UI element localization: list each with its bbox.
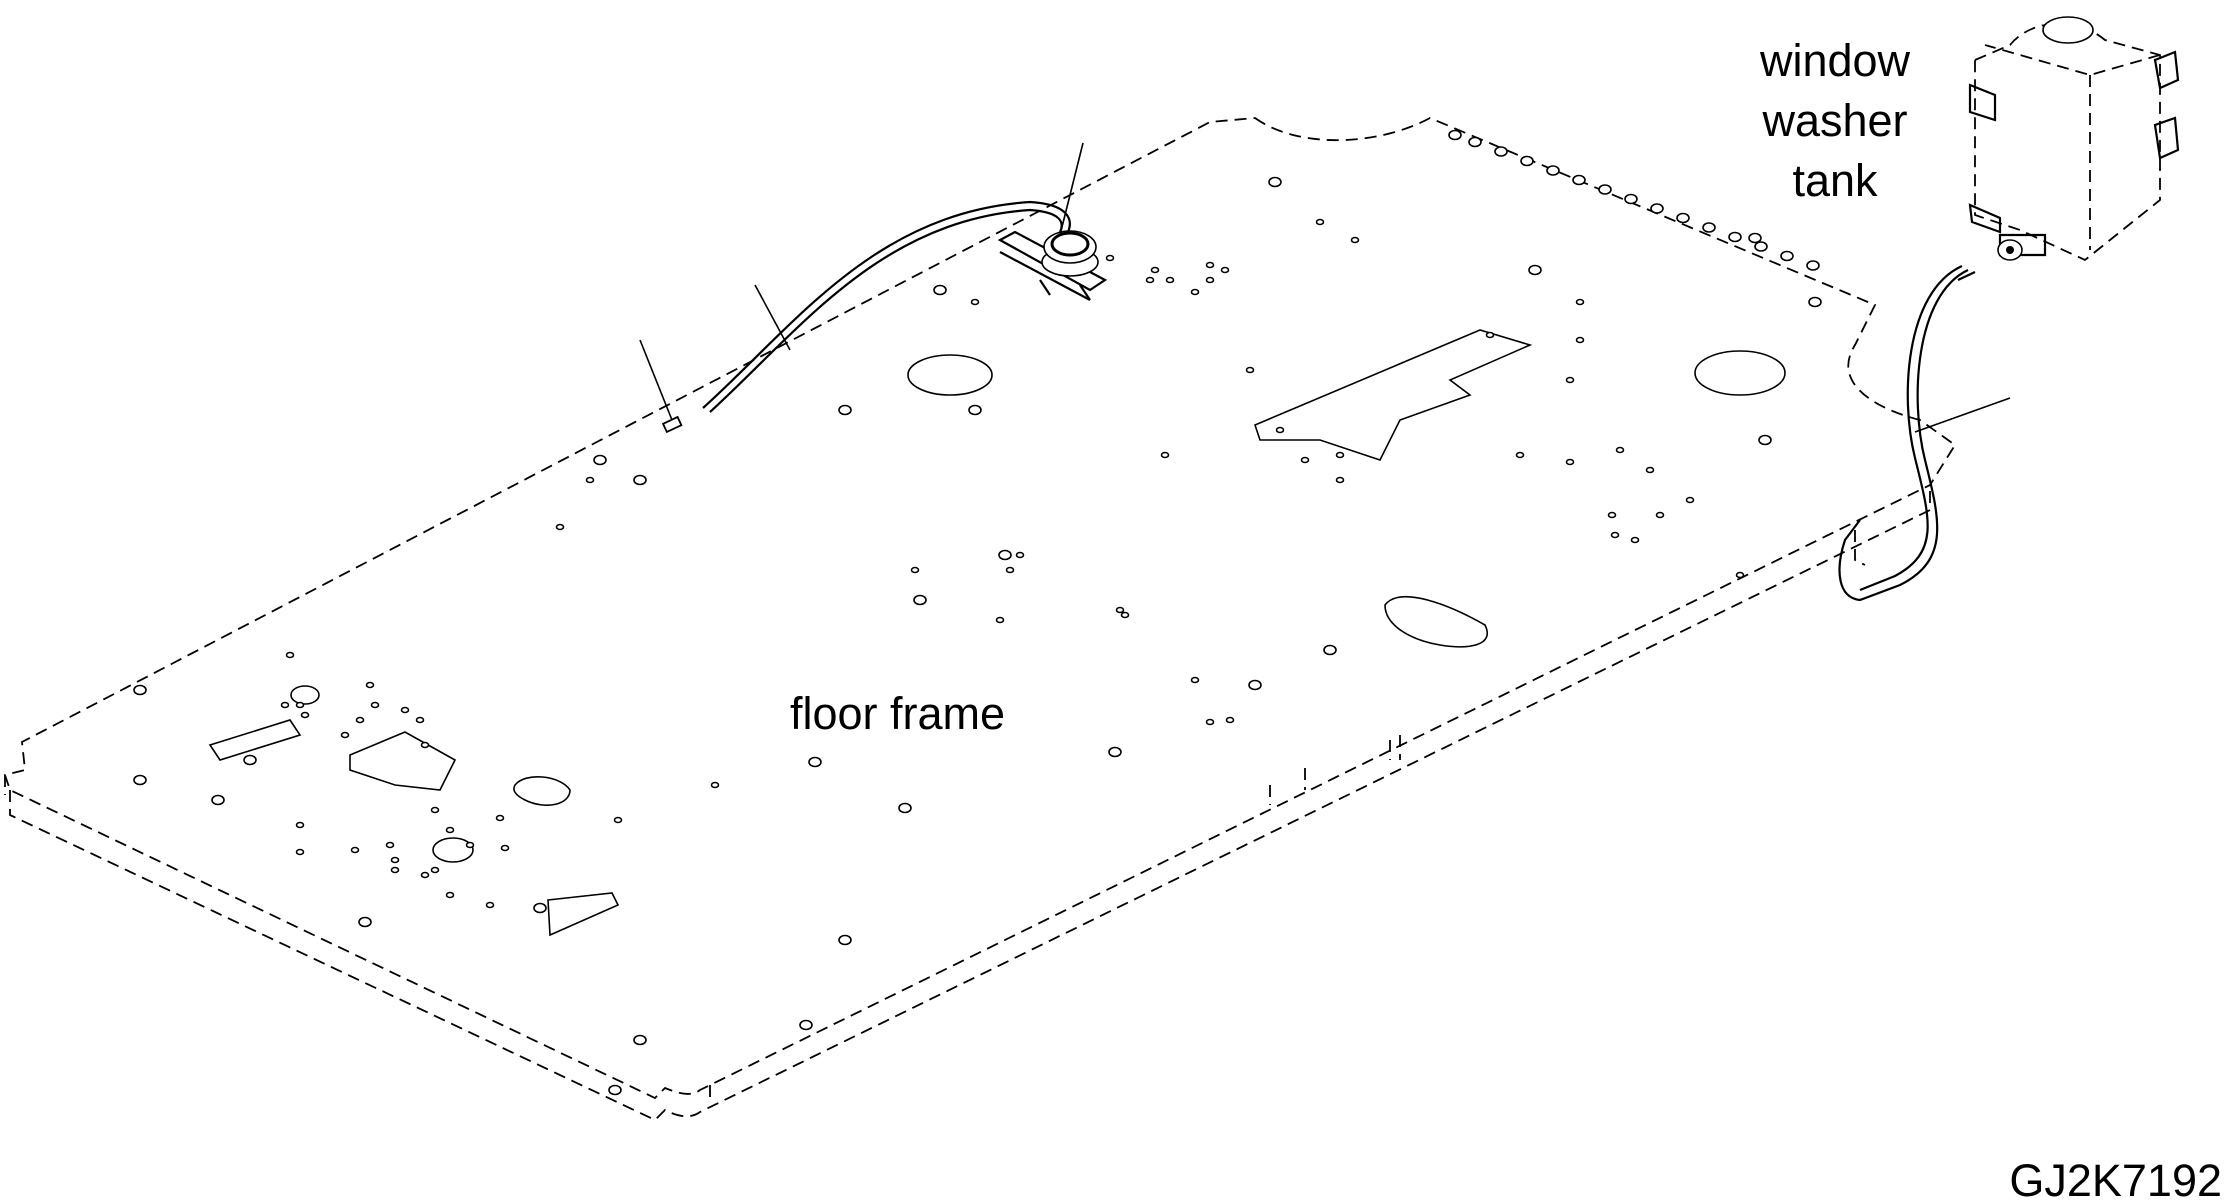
- tank-bracket-bottom: [1968, 203, 2002, 234]
- cutout-round-right: [1694, 350, 1786, 396]
- label-floor-frame: floor frame: [790, 688, 1005, 739]
- cutout-oval-2: [432, 837, 474, 863]
- label-tank-line-1: window: [1759, 35, 1911, 86]
- window-washer-tank: [1968, 16, 2180, 262]
- cutout-rect-center: [1254, 329, 1533, 461]
- cutout-small-1: [290, 685, 320, 705]
- drawing-code: GJ2K7192: [2009, 1155, 2222, 1202]
- washer-hose-tank: [1838, 264, 1976, 602]
- leader-lines: [639, 142, 2011, 433]
- washer-pump: [1997, 233, 2047, 261]
- tank-bracket-right: [2153, 116, 2180, 160]
- plate-tabs: [709, 530, 1866, 1100]
- cutout-slot-3: [547, 892, 620, 937]
- plate-bolt-holes: [133, 129, 1822, 1096]
- grommet: [997, 230, 1108, 301]
- cutout-slot-2: [349, 731, 457, 791]
- nozzle-fitting: [661, 415, 683, 434]
- tank-bracket-top-right: [2153, 50, 2180, 90]
- plate-cutouts: [208, 329, 1786, 937]
- label-tank-line-2: washer: [1761, 95, 1907, 146]
- tank-cap: [2042, 16, 2094, 44]
- tank-bracket-left: [1968, 83, 1997, 122]
- cutout-slot-right: [1384, 595, 1488, 648]
- washer-hose-front: [661, 200, 1108, 434]
- floor-frame-plate: [3, 117, 1957, 1122]
- cutout-slot-1: [208, 719, 302, 761]
- label-tank-line-3: tank: [1792, 155, 1878, 206]
- cutout-oval-1: [513, 775, 571, 806]
- cutout-round-left: [907, 354, 993, 396]
